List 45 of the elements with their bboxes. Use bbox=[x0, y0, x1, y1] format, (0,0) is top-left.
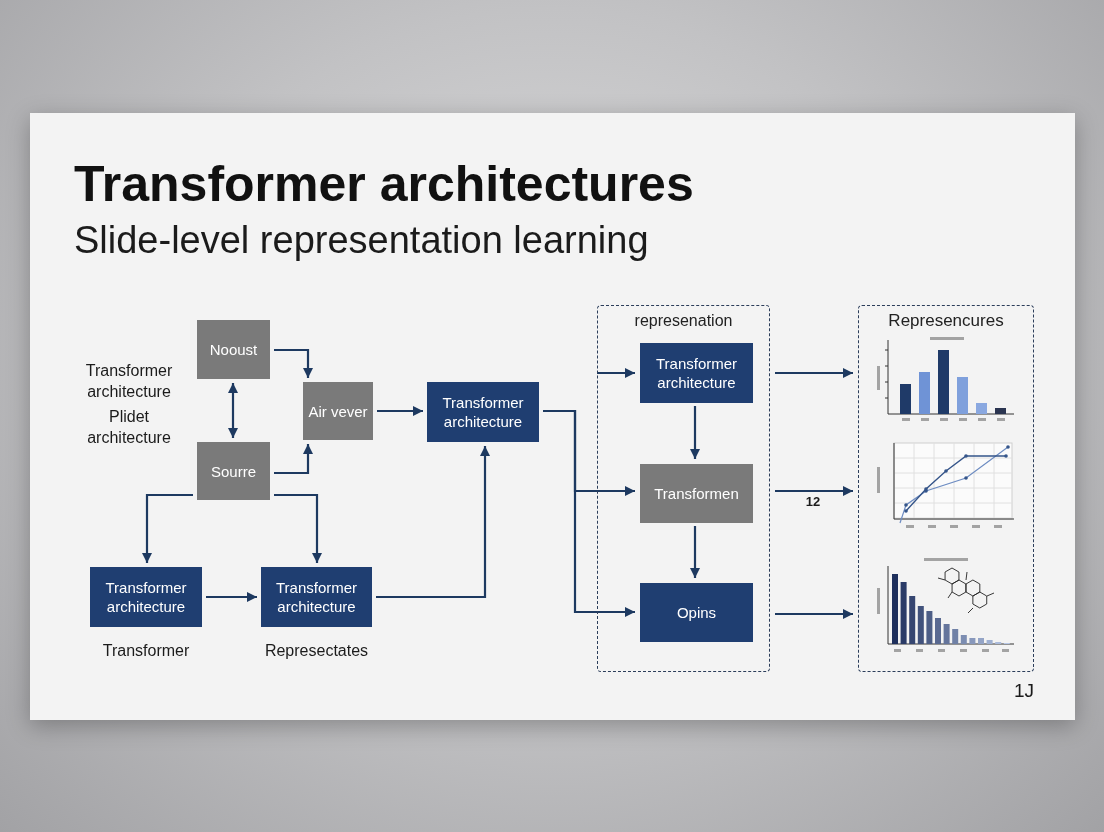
node-text: Air vever bbox=[307, 401, 369, 421]
process-box bbox=[197, 442, 270, 500]
node-text: Opins bbox=[675, 603, 718, 622]
arrow bbox=[274, 348, 313, 378]
side-note: Plidet architecture bbox=[86, 407, 172, 448]
arrow bbox=[775, 368, 853, 378]
panel-heading: represenation bbox=[633, 311, 734, 330]
arrow bbox=[597, 368, 635, 378]
node-text: Transformer architecture bbox=[104, 578, 188, 616]
arrow bbox=[775, 609, 853, 619]
node-text: Transformen bbox=[653, 484, 740, 503]
node-text: Transformer architecture bbox=[441, 393, 525, 431]
arrow bbox=[690, 406, 700, 459]
page-number: 1J bbox=[1012, 680, 1036, 702]
node-text: Transformer architecture bbox=[274, 578, 359, 616]
node-text: Sourre bbox=[210, 461, 257, 481]
arrow bbox=[274, 493, 322, 563]
arrow bbox=[543, 409, 635, 617]
node-text: Nooust bbox=[208, 340, 259, 359]
arrow bbox=[206, 592, 257, 602]
process-box bbox=[303, 382, 373, 440]
process-box bbox=[261, 567, 372, 627]
process-box bbox=[90, 567, 202, 627]
subtitle: Slide-level representation learning bbox=[74, 221, 650, 259]
process-box bbox=[427, 382, 539, 442]
dashed-group bbox=[858, 305, 1034, 672]
number-label: 12 bbox=[804, 494, 822, 510]
arrow bbox=[142, 493, 193, 563]
process-box bbox=[197, 320, 270, 379]
arrow bbox=[376, 446, 490, 599]
arrow bbox=[775, 486, 853, 496]
dashed-group bbox=[597, 305, 770, 672]
arrow bbox=[377, 406, 423, 416]
panel-heading: Represencures bbox=[887, 311, 1005, 330]
process-box bbox=[640, 583, 753, 642]
caption-text: Transformer bbox=[101, 641, 191, 661]
arrow bbox=[274, 444, 313, 475]
double-arrow bbox=[228, 383, 238, 438]
arrow bbox=[690, 526, 700, 578]
process-box bbox=[640, 343, 753, 403]
side-note: Transformer architecture bbox=[84, 361, 174, 402]
slide-title: Transformer architectures bbox=[74, 159, 694, 209]
caption-text: Represectates bbox=[263, 641, 370, 661]
node-text: Transformer architecture bbox=[654, 354, 739, 392]
process-box bbox=[640, 464, 753, 523]
